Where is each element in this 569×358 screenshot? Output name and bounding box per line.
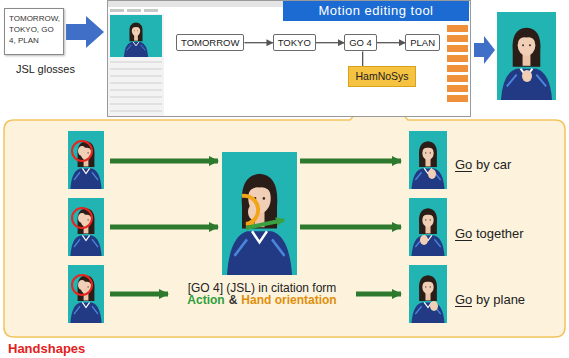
orientation-arrow bbox=[242, 196, 258, 224]
avatar-hands bbox=[420, 169, 438, 311]
drawing-part bbox=[72, 208, 92, 228]
callout-panel bbox=[4, 88, 565, 337]
node-text: HamNoSys bbox=[355, 70, 408, 83]
drawing-part bbox=[447, 95, 468, 102]
drawing-part bbox=[428, 169, 436, 179]
connector bbox=[316, 42, 344, 43]
drawing-part bbox=[110, 292, 168, 297]
drawing-part bbox=[110, 159, 218, 164]
word-underline bbox=[455, 240, 472, 241]
node-text: GO 4 bbox=[349, 37, 372, 48]
drawing-part bbox=[110, 225, 218, 230]
menu-item bbox=[144, 9, 158, 12]
preview-ground bbox=[110, 15, 162, 57]
drawing-part bbox=[72, 275, 92, 295]
gloss-document: TOMORROW, TOKYO, GO 4, PLAN JSL glosses bbox=[4, 8, 80, 75]
drawing-part bbox=[447, 25, 468, 32]
drawing-part bbox=[110, 90, 162, 91]
node-text: PLAN bbox=[410, 37, 435, 48]
connector bbox=[377, 42, 405, 43]
handshape-avatar bbox=[68, 198, 104, 256]
node-caption: JSL glosses bbox=[16, 63, 80, 75]
result-avatar bbox=[409, 265, 447, 323]
result-avatar bbox=[409, 131, 447, 189]
gloss-box: TOMORROW bbox=[176, 34, 244, 51]
drawing-part bbox=[447, 35, 468, 42]
drawing-part bbox=[78, 146, 86, 156]
node-text: TOMORROW bbox=[181, 37, 239, 48]
drawing-part bbox=[447, 85, 468, 92]
caption-text: [GO 4] (JSL) in citation form bbox=[188, 281, 337, 295]
action-arrow bbox=[246, 220, 284, 228]
action-text: Action bbox=[187, 293, 224, 307]
drawing-part bbox=[447, 65, 468, 72]
drawing-part bbox=[447, 75, 468, 82]
handshape-avatar bbox=[68, 265, 104, 323]
property-rows bbox=[110, 62, 162, 111]
label-row: Action&Hand orientation bbox=[150, 293, 374, 307]
drawing-part bbox=[110, 97, 162, 98]
drawing-part bbox=[110, 111, 162, 112]
orientation-text: Hand orientation bbox=[241, 293, 336, 307]
citation-avatar bbox=[222, 152, 297, 275]
preview-avatar bbox=[122, 15, 150, 57]
notation-box: HamNoSys bbox=[348, 66, 415, 87]
gloss-box: PLAN bbox=[405, 34, 440, 51]
drawing-part bbox=[78, 280, 86, 290]
node-text: TOMORROW, TOKYO, GO 4, PLAN bbox=[4, 8, 64, 55]
joiner-text: & bbox=[229, 293, 238, 307]
title-banner: Motion editing tool bbox=[283, 1, 469, 21]
connector bbox=[362, 51, 363, 66]
flow-arrow bbox=[66, 16, 104, 48]
connector bbox=[244, 42, 272, 43]
word-underline bbox=[455, 171, 472, 172]
drawing-part bbox=[300, 225, 401, 230]
avatar-hand bbox=[522, 70, 532, 82]
drawing-part bbox=[430, 301, 438, 311]
drawing-part bbox=[447, 55, 468, 62]
drawing-part bbox=[110, 104, 162, 105]
handshape-label: Handshapes bbox=[8, 342, 85, 356]
drawing-part bbox=[78, 213, 86, 223]
gloss-box: GO 4 bbox=[344, 34, 377, 51]
drawing-part bbox=[110, 83, 162, 84]
drawing-part bbox=[110, 76, 162, 77]
menu-item bbox=[110, 9, 124, 12]
node-text: Motion editing tool bbox=[283, 1, 469, 21]
drawing-part bbox=[420, 235, 428, 245]
label-holder: Handshapes bbox=[8, 339, 85, 357]
gloss-box: TOKYO bbox=[273, 34, 316, 51]
drawing-part bbox=[300, 159, 401, 164]
tool-window bbox=[108, 1, 471, 117]
menu-item bbox=[127, 9, 141, 12]
word-underline bbox=[455, 306, 472, 307]
drawing-part bbox=[110, 69, 162, 70]
side-panel bbox=[108, 14, 164, 116]
drawing-part bbox=[356, 292, 401, 297]
drawing-part bbox=[72, 141, 92, 161]
hand-highlights bbox=[72, 141, 92, 295]
node-text: TOKYO bbox=[278, 37, 311, 48]
drawing-part bbox=[110, 62, 162, 63]
handshape-avatar bbox=[68, 131, 104, 189]
drawing-part bbox=[447, 45, 468, 52]
flow-arrow bbox=[474, 36, 495, 64]
tool-buttons bbox=[447, 25, 468, 102]
result-avatar bbox=[497, 12, 556, 100]
result-avatar bbox=[409, 198, 447, 256]
